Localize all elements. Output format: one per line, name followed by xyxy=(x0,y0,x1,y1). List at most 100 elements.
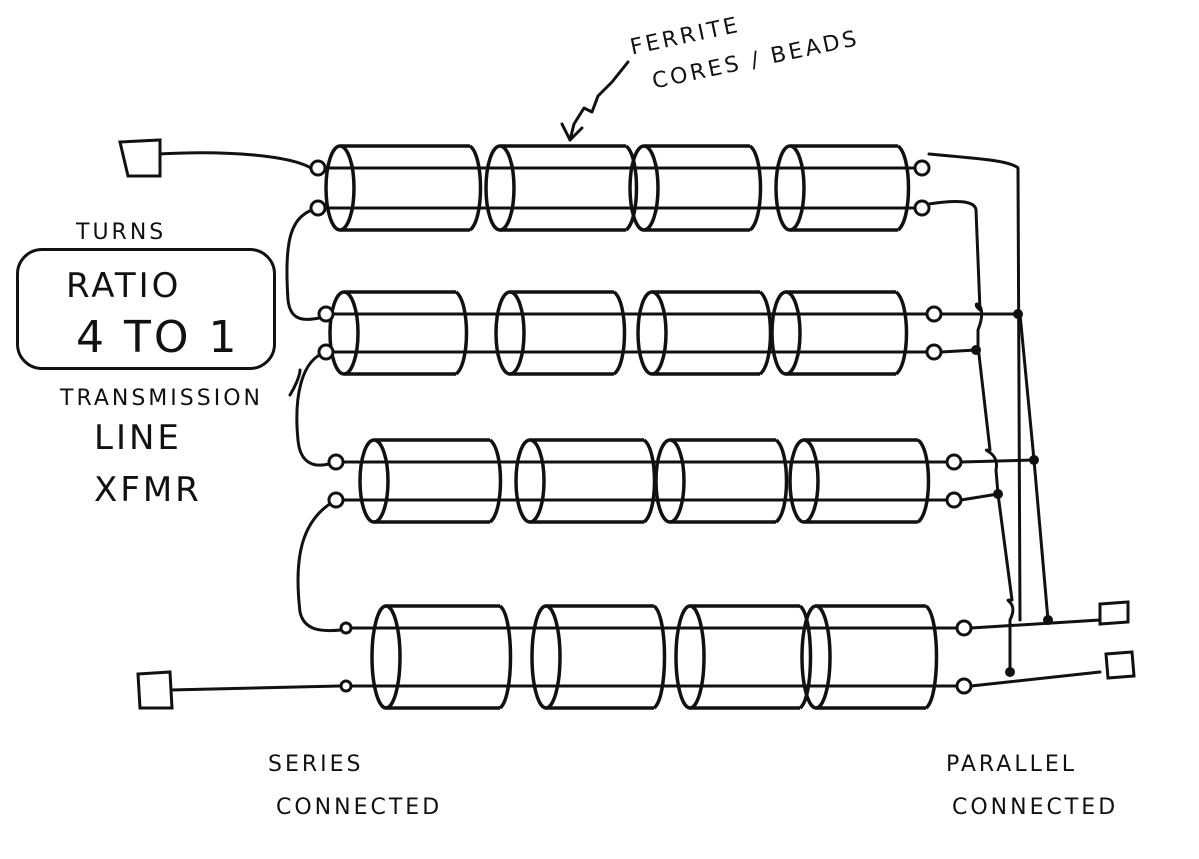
ferrite-core-2-2-back xyxy=(612,290,627,376)
ferrite-core-1-1-front xyxy=(324,144,356,232)
parallel-bus-b-lower xyxy=(976,344,1015,674)
terminal-2-out-b xyxy=(925,343,943,361)
ferrite-core-4-1-body xyxy=(386,604,500,710)
xfmr-label: XFMR xyxy=(94,470,202,510)
ferrite-core-3-1-front xyxy=(358,438,390,524)
ferrite-core-4-4-body xyxy=(816,604,926,710)
parallel-bus-a xyxy=(927,152,1022,622)
terminal-3-out-b xyxy=(945,491,963,509)
line-label: LINE xyxy=(94,418,182,458)
ferrite-core-3-1-back xyxy=(488,438,503,524)
terminal-2-out-a xyxy=(925,305,943,323)
input-plug-top xyxy=(118,138,162,178)
turns-label: TURNS xyxy=(76,220,167,245)
series-link-3-4 xyxy=(296,498,343,633)
ferrite-core-1-4-back xyxy=(896,144,911,232)
ferrite-core-2-4-back xyxy=(894,290,909,376)
ferrite-core-3-2-front xyxy=(514,438,546,524)
terminal-1-in-b xyxy=(309,199,327,217)
ferrite-core-4-2-body xyxy=(546,604,654,710)
series-connected-label: CONNECTED xyxy=(276,795,443,820)
terminal-4-out-b xyxy=(955,677,973,695)
ferrite-core-3-3-back xyxy=(774,438,789,524)
ferrite-core-3-2-back xyxy=(642,438,657,524)
ferrite-core-1-4-front xyxy=(774,144,806,232)
parallel-bus-b-upper xyxy=(927,200,984,348)
junction-dot-1 xyxy=(1013,309,1023,319)
transmission-leader xyxy=(288,368,302,397)
junction-dot-4 xyxy=(993,489,1003,499)
junction-dot-6 xyxy=(1005,667,1015,677)
series-input-top-wire xyxy=(156,151,313,170)
ferrite-core-3-2-body xyxy=(530,438,644,524)
ferrite-core-2-3-body xyxy=(652,290,760,376)
input-plug-bottom xyxy=(136,670,174,710)
parallel-out-a xyxy=(969,618,1102,630)
ferrite-core-1-2-front xyxy=(484,144,516,232)
output-plug-top xyxy=(1098,600,1130,626)
parallel-out-b xyxy=(969,670,1102,688)
series-parallel-wiring xyxy=(156,151,1102,692)
ratio-value-label: 4 TO 1 xyxy=(76,312,240,363)
terminal-4-in-b xyxy=(339,679,353,693)
ferrite-core-2-2-body xyxy=(510,290,614,376)
ferrite-core-3-4-body xyxy=(804,438,918,524)
terminal-1-out-b xyxy=(913,199,931,217)
ferrite-core-3-1-body xyxy=(374,438,490,524)
terminals xyxy=(118,138,1136,710)
parallel-label: PARALLEL xyxy=(946,752,1078,777)
ferrite-core-4-3-back xyxy=(798,604,813,710)
parallel-tap-b-1 xyxy=(939,348,978,354)
ferrite-cores xyxy=(324,144,939,710)
terminal-1-out-a xyxy=(913,159,931,177)
ferrite-core-2-1-back xyxy=(454,290,469,376)
parallel-tap-b-2 xyxy=(959,492,1000,502)
output-plug-bottom xyxy=(1104,650,1136,680)
junction-dot-2 xyxy=(971,345,981,355)
series-link-2-3 xyxy=(295,350,331,467)
ferrite-core-1-1-body xyxy=(340,144,470,232)
series-link-1-2 xyxy=(285,206,321,321)
leader-arrow-head xyxy=(560,122,584,142)
terminal-2-in-b xyxy=(317,343,335,361)
ferrite-core-1-2-back xyxy=(624,144,639,232)
transmission-label: TRANSMISSION xyxy=(60,386,263,411)
junction-dot-3 xyxy=(1029,455,1039,465)
ferrite-core-4-1-front xyxy=(370,604,402,710)
leader-arrow xyxy=(568,60,630,142)
terminal-2-in-a xyxy=(317,305,335,323)
parallel-connected-label: CONNECTED xyxy=(952,795,1119,820)
series-label: SERIES xyxy=(268,752,364,777)
ferrite-core-4-4-back xyxy=(924,604,939,710)
ferrite-core-4-2-front xyxy=(530,604,562,710)
terminal-3-out-a xyxy=(945,453,963,471)
terminal-4-in-a xyxy=(339,621,353,635)
ferrite-core-3-3-body xyxy=(670,438,776,524)
ferrite-core-2-4-body xyxy=(786,290,896,376)
junction-dot-5 xyxy=(1043,615,1053,625)
terminal-1-in-a xyxy=(309,159,327,177)
ferrite-core-4-3-front xyxy=(674,604,706,710)
ferrite-core-4-2-back xyxy=(652,604,667,710)
ferrite-core-2-3-front xyxy=(636,290,668,376)
ferrite-core-3-4-back xyxy=(916,438,931,524)
parallel-tap-a-2 xyxy=(959,458,1036,464)
ferrite-core-2-1-body xyxy=(344,290,456,376)
transmission-lines xyxy=(316,166,966,688)
ferrite-core-1-1-back xyxy=(468,144,483,232)
parallel-bus-a-lower xyxy=(1018,312,1050,622)
ferrite-core-3-3-front xyxy=(654,438,686,524)
ferrite-core-4-1-back xyxy=(498,604,513,710)
ratio-label: RATIO xyxy=(66,266,182,306)
terminal-4-out-a xyxy=(955,619,973,637)
turns-ratio-box xyxy=(16,248,276,370)
ferrite-core-1-2-body xyxy=(500,144,626,232)
ferrite-core-4-4-front xyxy=(800,604,832,710)
series-input-bottom-wire xyxy=(168,684,341,692)
ferrite-core-2-3-back xyxy=(758,290,773,376)
ferrite-core-1-3-back xyxy=(748,144,763,232)
terminal-3-in-a xyxy=(327,453,345,471)
ferrite-core-1-3-front xyxy=(628,144,660,232)
ferrite-core-1-3-body xyxy=(644,144,750,232)
ferrite-core-2-1-front xyxy=(328,290,360,376)
